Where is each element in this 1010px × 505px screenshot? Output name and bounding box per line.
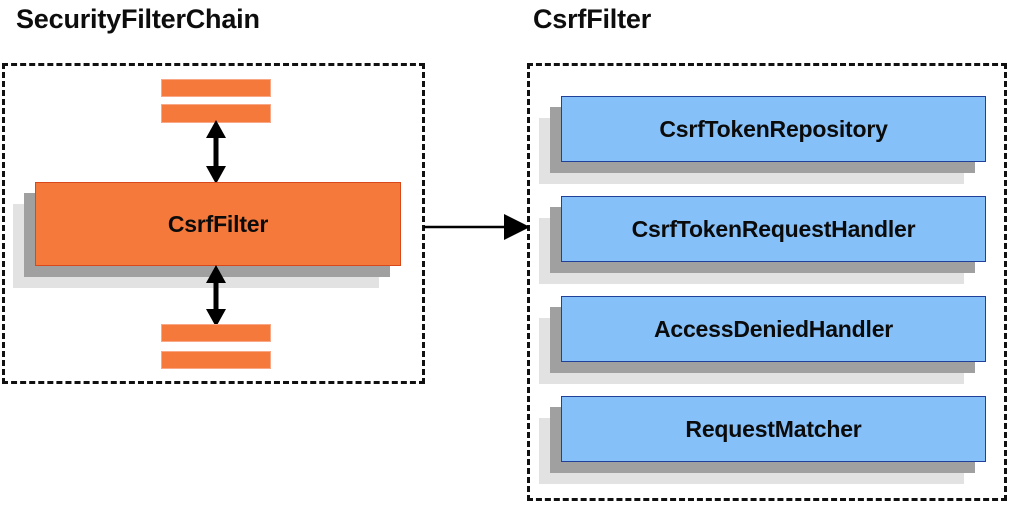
node-csrf-token-repository[interactable]: CsrfTokenRepository	[539, 96, 986, 184]
node-access-denied-handler[interactable]: AccessDeniedHandler	[539, 296, 986, 384]
node-face: CsrfTokenRequestHandler	[561, 196, 986, 262]
node-label: CsrfTokenRepository	[659, 115, 888, 142]
filter-slot-below-2	[161, 351, 271, 369]
node-label: CsrfTokenRequestHandler	[631, 215, 916, 242]
filter-slot-above-1	[161, 79, 271, 97]
node-label: RequestMatcher	[685, 415, 862, 442]
csrf-filter-container	[527, 63, 1007, 501]
panel-title-csrf-filter: CsrfFilter	[533, 4, 652, 34]
filter-slot-below-1	[161, 324, 271, 342]
node-csrf-token-request-handler[interactable]: CsrfTokenRequestHandler	[539, 196, 986, 284]
security-filter-chain-container	[2, 63, 425, 384]
node-face: CsrfTokenRepository	[561, 96, 986, 162]
node-csrf-filter[interactable]: CsrfFilter	[13, 182, 401, 288]
node-label: CsrfFilter	[167, 210, 269, 237]
node-face: CsrfFilter	[35, 182, 401, 266]
chain-arrow-above	[206, 120, 226, 184]
panel-title-security-filter-chain: SecurityFilterChain	[16, 4, 260, 34]
node-request-matcher[interactable]: RequestMatcher	[539, 396, 986, 484]
node-face: RequestMatcher	[561, 396, 986, 462]
chain-arrow-below	[206, 265, 226, 327]
node-label: AccessDeniedHandler	[653, 315, 894, 342]
panel-link-arrow	[424, 214, 530, 240]
node-face: AccessDeniedHandler	[561, 296, 986, 362]
